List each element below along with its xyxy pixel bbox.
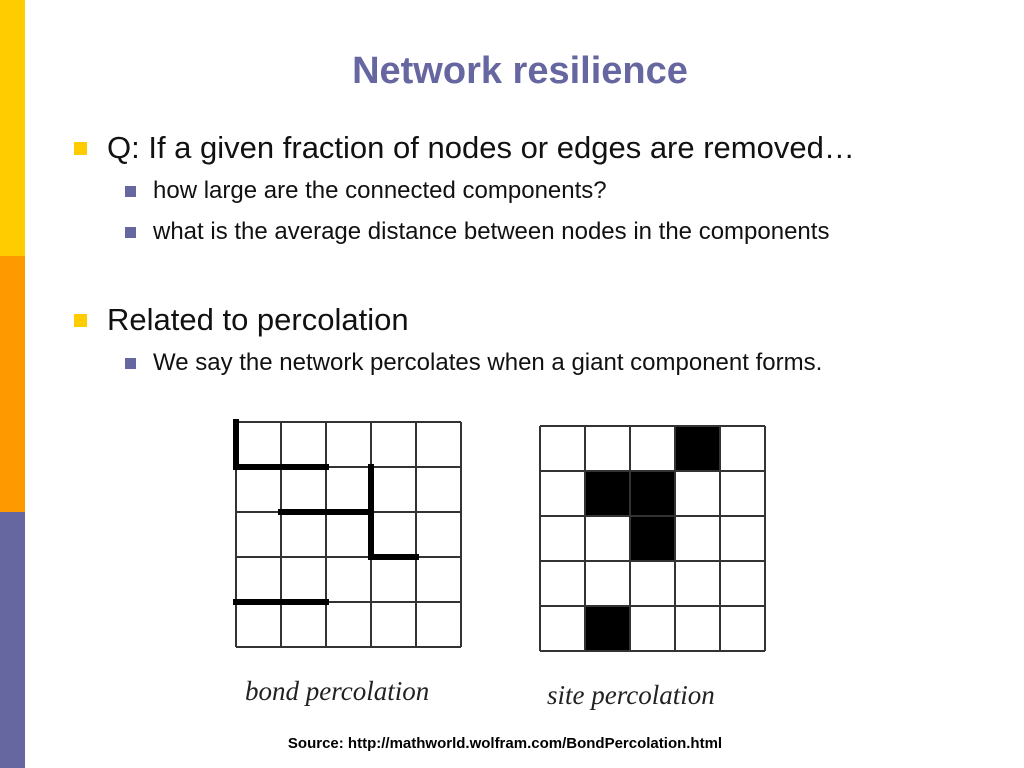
sidebar-band-purple [0, 512, 25, 768]
sub-bullet-distance: what is the average distance between nod… [125, 218, 829, 246]
bullet-square-icon [125, 357, 136, 369]
sub-bullet-text: how large are the connected components? [153, 177, 607, 204]
sidebar-band-yellow [0, 0, 25, 256]
sidebar-accent [0, 0, 25, 768]
site-cells [585, 426, 720, 651]
sub-bullet-giant-component: We say the network percolates when a gia… [125, 349, 822, 377]
bullet-square-icon [74, 313, 87, 327]
slide-title: Network resilience [352, 50, 688, 92]
bullet-square-icon [125, 185, 136, 197]
bullet-percolation: Related to percolation [74, 302, 409, 338]
sidebar-band-orange [0, 256, 25, 512]
bullet-question: Q: If a given fraction of nodes or edges… [74, 130, 855, 166]
bullet-square-icon [74, 141, 87, 155]
source-citation: Source: http://mathworld.wolfram.com/Bon… [287, 735, 723, 752]
occupied-site [585, 471, 630, 516]
site-percolation-figure [539, 425, 766, 652]
bond-caption: bond percolation [245, 676, 430, 706]
occupied-site [630, 471, 675, 516]
bond-percolation-figure [233, 419, 462, 648]
sub-bullet-text: what is the average distance between nod… [153, 218, 830, 245]
bullet-text: Related to percolation [107, 302, 409, 337]
sub-bullet-text: We say the network percolates when a gia… [153, 349, 823, 376]
occupied-site [675, 426, 720, 471]
occupied-site [585, 606, 630, 651]
bond-edges [233, 419, 419, 605]
bullet-text: Q: If a given fraction of nodes or edges… [107, 130, 855, 165]
sub-bullet-components: how large are the connected components? [125, 177, 607, 205]
bullet-square-icon [125, 226, 136, 238]
occupied-site [630, 516, 675, 561]
bond-grid [235, 421, 462, 648]
site-caption: site percolation [547, 680, 715, 710]
site-grid [539, 425, 766, 652]
